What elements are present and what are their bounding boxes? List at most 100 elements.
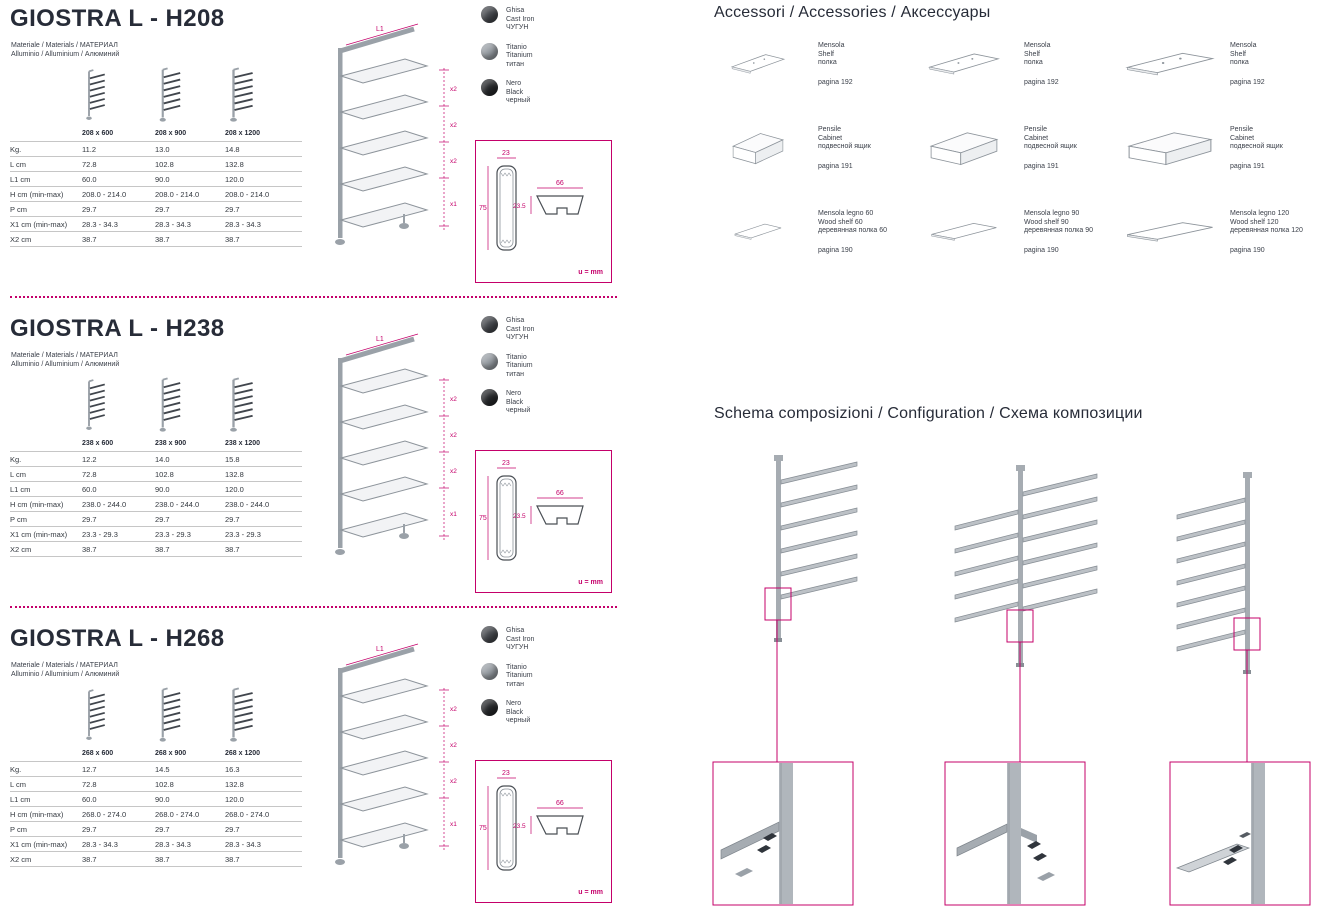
materials-line-2: Alluminio / Alluminium / Алюминий bbox=[11, 670, 120, 678]
finish-name-it: Titanio bbox=[506, 43, 527, 51]
cell: 132.8 bbox=[225, 779, 244, 789]
accessory-name-it: Pensile bbox=[818, 126, 841, 133]
accessory-name-it: Mensola bbox=[1024, 42, 1051, 49]
row-label: H cm (min-max) bbox=[10, 809, 64, 819]
finish-nero: Nero Black черный bbox=[481, 389, 534, 416]
cell: 120.0 bbox=[225, 174, 244, 184]
accessory-page-ref: pagina 190 bbox=[1230, 246, 1265, 254]
finish-label: Ghisa Cast Iron ЧУГУН bbox=[506, 6, 534, 33]
finish-name-en: Titanium bbox=[506, 362, 533, 369]
row-label: L1 cm bbox=[10, 794, 31, 804]
accessory-name-en: Cabinet bbox=[818, 134, 843, 142]
table-row: L cm 72.8 102.8 132.8 bbox=[10, 466, 302, 481]
cell: 38.7 bbox=[82, 854, 97, 864]
finish-name-it: Titanio bbox=[506, 663, 527, 671]
cell: 16.3 bbox=[225, 764, 240, 774]
accessory-name-ru: деревянная полка 90 bbox=[1024, 227, 1094, 234]
accessory-label: Pensile Cabinet подвесной ящик pagina 19… bbox=[818, 122, 871, 171]
cell: 38.7 bbox=[225, 234, 240, 244]
row-label: X1 cm (min-max) bbox=[10, 529, 68, 539]
cell: 12.2 bbox=[82, 454, 97, 464]
materials-line-2: Alluminio / Alluminium / Алюминий bbox=[11, 360, 120, 368]
table-row: L cm 72.8 102.8 132.8 bbox=[10, 156, 302, 171]
accessory-name-it: Mensola legno 60 bbox=[818, 210, 874, 217]
cell: 102.8 bbox=[155, 469, 174, 479]
ladder-icon bbox=[155, 66, 225, 124]
accessory-name-en: Shelf bbox=[1024, 50, 1040, 58]
cell: 120.0 bbox=[225, 484, 244, 494]
finish-label: Nero Black черный bbox=[506, 389, 530, 416]
accessory-item: Pensile Cabinet подвесной ящик pagina 19… bbox=[918, 122, 1124, 184]
row-label: X2 cm bbox=[10, 544, 32, 554]
row-label: P cm bbox=[10, 204, 27, 214]
table-row: P cm 29.7 29.7 29.7 bbox=[10, 821, 302, 836]
finish-label: Nero Black черный bbox=[506, 79, 530, 106]
accessory-item: Mensola Shelf полка pagina 192 bbox=[712, 38, 918, 100]
materials-line-2: Alluminio / Alluminium / Алюминий bbox=[11, 50, 120, 58]
accessory-item: Pensile Cabinet подвесной ящик pagina 19… bbox=[712, 122, 918, 184]
profile-cross-section bbox=[477, 764, 610, 889]
cell: 23.3 - 29.3 bbox=[82, 529, 118, 539]
row-label: X1 cm (min-max) bbox=[10, 839, 68, 849]
finish-name-it: Ghisa bbox=[506, 317, 525, 324]
spec-table: 268 x 600 268 x 900 268 x 1200 Kg. 12.7 … bbox=[10, 748, 302, 867]
variant-label: 238 x 900 bbox=[155, 440, 187, 447]
cell: 29.7 bbox=[225, 824, 240, 834]
finish-label: Ghisa Cast Iron ЧУГУН bbox=[506, 316, 534, 343]
unit-label: u = mm bbox=[578, 579, 603, 586]
cabinet-icon bbox=[918, 122, 1010, 172]
color-dot bbox=[481, 352, 498, 370]
cell: 28.3 - 34.3 bbox=[225, 219, 261, 229]
table-row: Kg. 12.2 14.0 15.8 bbox=[10, 451, 302, 466]
color-dot bbox=[481, 699, 498, 716]
accessory-page-ref: pagina 192 bbox=[1230, 78, 1265, 86]
cell: 90.0 bbox=[155, 794, 170, 804]
finish-ghisa: Ghisa Cast Iron ЧУГУН bbox=[481, 316, 534, 343]
table-row: L1 cm 60.0 90.0 120.0 bbox=[10, 481, 302, 496]
color-dot bbox=[481, 389, 498, 406]
accessory-name-en: Wood shelf 90 bbox=[1024, 218, 1069, 226]
accessory-page-ref: pagina 192 bbox=[818, 78, 853, 86]
product-section-h208: GIOSTRA L - H208 Materiale / Materials /… bbox=[0, 0, 660, 296]
cell: 28.3 - 34.3 bbox=[155, 219, 191, 229]
row-label: H cm (min-max) bbox=[10, 189, 64, 199]
ladder-icon bbox=[82, 686, 155, 744]
finish-name-it: Nero bbox=[506, 700, 522, 707]
table-row: X2 cm 38.7 38.7 38.7 bbox=[10, 851, 302, 867]
row-label: L cm bbox=[10, 159, 26, 169]
accessory-label: Mensola Shelf полка pagina 192 bbox=[818, 38, 853, 87]
row-label: L cm bbox=[10, 779, 26, 789]
finish-name-it: Ghisa bbox=[506, 627, 525, 634]
cell: 238.0 - 244.0 bbox=[225, 499, 270, 509]
profile-cross-section bbox=[477, 144, 610, 269]
wood-shelf-icon bbox=[712, 206, 804, 256]
isometric-shelving-diagram bbox=[326, 638, 466, 893]
finish-name-it: Ghisa bbox=[506, 7, 525, 14]
cell: 38.7 bbox=[155, 544, 170, 554]
ladder-icon bbox=[155, 686, 225, 744]
accessory-name-en: Wood shelf 60 bbox=[818, 218, 863, 226]
profile-detail-box: u = mm bbox=[475, 450, 612, 593]
table-row: P cm 29.7 29.7 29.7 bbox=[10, 511, 302, 526]
table-header: 268 x 600 268 x 900 268 x 1200 bbox=[10, 748, 302, 761]
finish-name-ru: ЧУГУН bbox=[506, 644, 529, 651]
materials-line-1: Materiale / Materials / МАТЕРИАЛ bbox=[11, 42, 118, 49]
table-row: P cm 29.7 29.7 29.7 bbox=[10, 201, 302, 216]
cell: 28.3 - 34.3 bbox=[82, 219, 118, 229]
cell: 13.0 bbox=[155, 144, 170, 154]
cell: 60.0 bbox=[82, 174, 97, 184]
cell: 38.7 bbox=[82, 544, 97, 554]
finish-swatches: Ghisa Cast Iron ЧУГУН Titanio Titanium т… bbox=[481, 316, 534, 426]
profile-detail-box: u = mm bbox=[475, 140, 612, 283]
page-title: GIOSTRA L - H268 bbox=[10, 625, 225, 652]
finish-name-ru: черный bbox=[506, 717, 531, 724]
cell: 238.0 - 244.0 bbox=[155, 499, 200, 509]
finish-ghisa: Ghisa Cast Iron ЧУГУН bbox=[481, 6, 534, 33]
cell: 120.0 bbox=[225, 794, 244, 804]
accessory-label: Mensola Shelf полка pagina 192 bbox=[1230, 38, 1265, 87]
finish-name-en: Black bbox=[506, 398, 524, 406]
variant-label: 268 x 600 bbox=[82, 750, 114, 757]
cabinet-icon bbox=[712, 122, 804, 172]
finish-name-en: Titanium bbox=[506, 672, 533, 679]
